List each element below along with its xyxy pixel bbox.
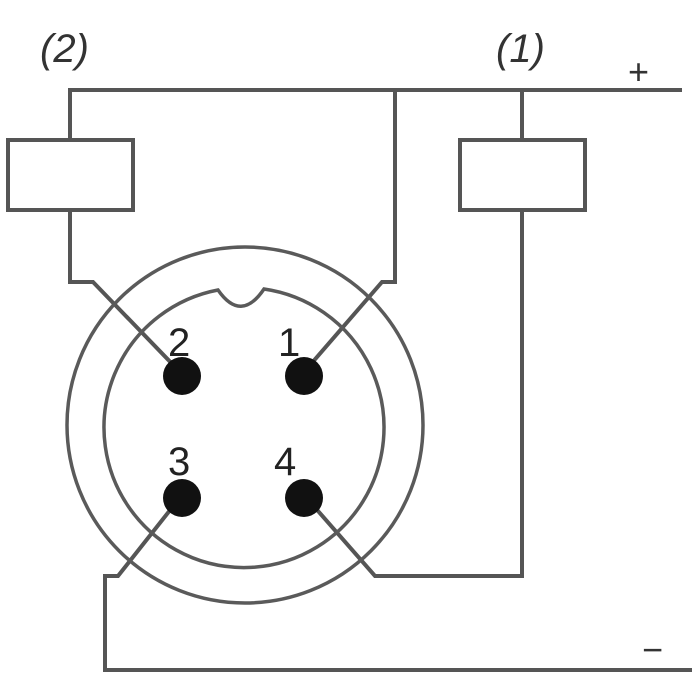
negative-symbol: −: [642, 629, 663, 670]
wire-rail-to-pin1: [301, 88, 397, 375]
connector-outer-ring: [65, 245, 425, 605]
pin-label-2: 2: [168, 321, 190, 365]
load-box-1: [458, 138, 587, 212]
load-box-2: [6, 138, 135, 212]
wire-load2-to-pin2: [68, 208, 183, 375]
positive-symbol: +: [628, 51, 649, 92]
pin-label-1: 1: [278, 321, 300, 365]
wire-load1-to-pin4: [301, 208, 524, 578]
load-label-1: (1): [496, 27, 545, 71]
pin-1: [285, 357, 323, 395]
pin-2: [163, 357, 201, 395]
pin-label-4: 4: [274, 440, 296, 484]
pin-3: [163, 479, 201, 517]
load-label-2: (2): [40, 27, 89, 71]
wire-pin3-to-negative: [103, 492, 185, 672]
connector-inner-ring: [102, 287, 386, 570]
pin-4: [285, 479, 323, 517]
pin-label-3: 3: [168, 440, 190, 484]
